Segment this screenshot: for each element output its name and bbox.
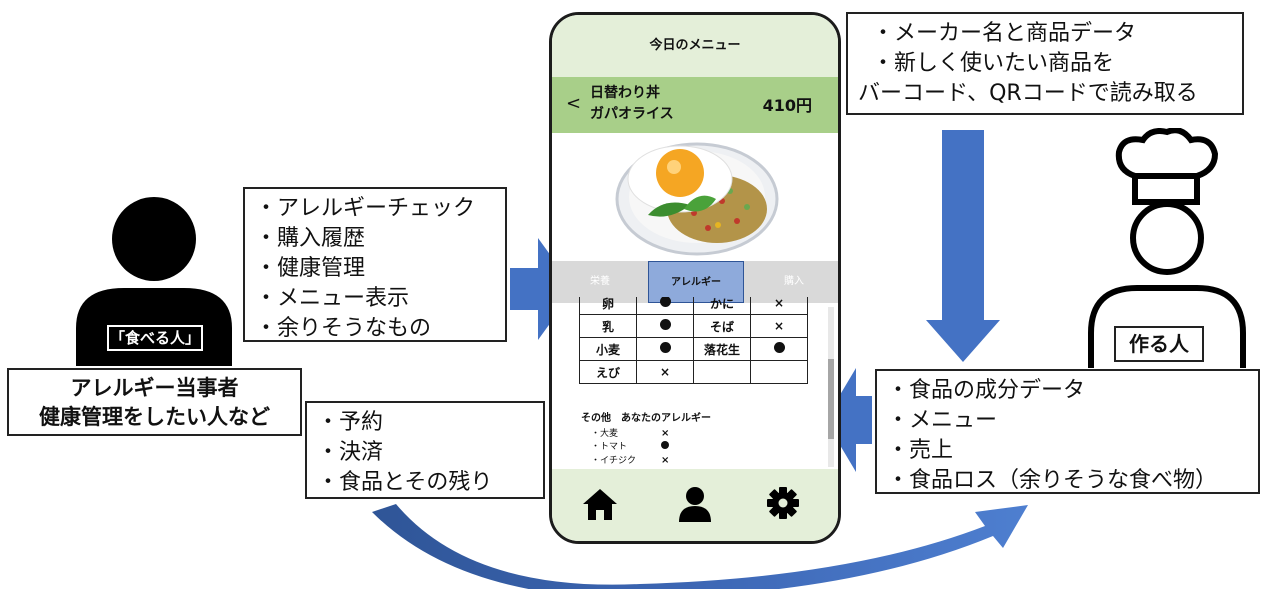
eater-description: アレルギー当事者 健康管理をしたい人など xyxy=(7,368,302,436)
allergen-mark xyxy=(636,337,694,361)
phone-footer-nav xyxy=(552,469,838,541)
table-row: 乳 そば × xyxy=(579,314,808,338)
arrow-down-to-maker xyxy=(926,130,1000,362)
scrollbar-thumb[interactable] xyxy=(828,359,834,439)
allergen-mark xyxy=(750,337,808,361)
table-row: 小麦 落花生 xyxy=(579,337,808,361)
arrow-curve-bottom xyxy=(372,504,1028,589)
maker-data-item: ・食品ロス（余りそうな食べ物） xyxy=(887,468,1218,493)
reservation-item: ・予約 xyxy=(317,410,384,435)
tab-allergy[interactable]: アレルギー xyxy=(648,261,744,303)
list-item: ・イチジク× xyxy=(591,455,670,466)
dish-name-line2: ガパオライス xyxy=(590,106,674,122)
allergen-mark: × xyxy=(750,314,808,338)
phone-header: 今日のメニュー xyxy=(552,15,838,77)
dish-bar: < 日替わり丼 ガパオライス 410円 xyxy=(552,77,838,133)
list-item: ・トマト xyxy=(591,441,669,454)
allergen-name: えび xyxy=(579,360,637,384)
table-row: 卵 かに × xyxy=(579,297,808,315)
phone-tabs: 栄養 アレルギー 購入 xyxy=(552,261,838,303)
feature-item: ・健康管理 xyxy=(255,256,366,281)
maker-input-item: ・メーカー名と商品データ xyxy=(872,21,1137,46)
list-item: ・大麦× xyxy=(591,428,670,439)
reservation-box: ・予約 ・決済 ・食品とその残り xyxy=(305,401,545,499)
maker-input-item: バーコード、QRコードで読み取る xyxy=(858,81,1198,106)
feature-item: ・購入履歴 xyxy=(255,226,366,251)
reservation-item: ・食品とその残り xyxy=(317,470,493,495)
phone-mockup: 今日のメニュー < 日替わり丼 ガパオライス 410円 栄養 アレルギー 購入 … xyxy=(549,12,841,544)
user-icon[interactable] xyxy=(678,486,712,522)
allergen-name: 小麦 xyxy=(579,337,637,361)
reservation-item: ・決済 xyxy=(317,440,384,465)
allergen-mark xyxy=(636,314,694,338)
feature-item: ・アレルギーチェック xyxy=(255,196,476,221)
allergen-name: 乳 xyxy=(579,314,637,338)
maker-label: 作る人 xyxy=(1114,326,1204,362)
eater-label: 「食べる人」 xyxy=(107,325,203,351)
eater-desc-line1: アレルギー当事者 xyxy=(70,376,239,400)
maker-data-item: ・売上 xyxy=(887,438,954,463)
back-button[interactable]: < xyxy=(566,93,582,114)
maker-input-item: ・新しく使いたい商品を xyxy=(872,51,1115,76)
other-allergy-list: ・大麦× ・トマト ・イチジク× xyxy=(591,427,669,468)
tab-purchase[interactable]: 購入 xyxy=(744,261,838,303)
settings-gear-icon[interactable] xyxy=(766,486,800,520)
maker-data-item: ・メニュー xyxy=(887,408,998,433)
allergy-table-area: 卵 かに × 乳 そば × 小麦 落花生 えび × xyxy=(579,297,819,475)
allergen-mark xyxy=(636,297,694,315)
allergen-mark xyxy=(750,360,808,384)
allergen-mark: × xyxy=(636,360,694,384)
dish-price: 410円 xyxy=(762,96,812,115)
maker-data-item: ・食品の成分データ xyxy=(887,378,1086,403)
allergen-name: そば xyxy=(693,314,751,338)
dish-image xyxy=(615,142,779,256)
maker-data-box: ・食品の成分データ ・メニュー ・売上 ・食品ロス（余りそうな食べ物） xyxy=(875,369,1260,494)
other-allergy-title: その他 あなたのアレルギー xyxy=(581,413,711,424)
home-icon[interactable] xyxy=(582,487,618,521)
arrow-left-to-phone xyxy=(510,238,575,340)
feature-item: ・余りそうなもの xyxy=(255,316,432,341)
allergen-name: かに xyxy=(693,297,751,315)
arrow-right-to-phone xyxy=(825,368,872,472)
eater-features-box: ・アレルギーチェック ・購入履歴 ・健康管理 ・メニュー表示 ・余りそうなもの xyxy=(243,187,507,342)
scrollbar[interactable] xyxy=(828,307,834,467)
allergen-name xyxy=(693,360,751,384)
tab-nutrition[interactable]: 栄養 xyxy=(552,261,648,303)
allergen-name: 卵 xyxy=(579,297,637,315)
feature-item: ・メニュー表示 xyxy=(255,286,410,311)
eater-desc-line2: 健康管理をしたい人など xyxy=(39,405,270,429)
phone-header-title: 今日のメニュー xyxy=(649,38,741,53)
allergen-name: 落花生 xyxy=(693,337,751,361)
dish-name-line1: 日替わり丼 xyxy=(590,85,660,101)
allergen-mark: × xyxy=(750,297,808,315)
maker-input-box: ・メーカー名と商品データ ・新しく使いたい商品を バーコード、QRコードで読み取… xyxy=(846,12,1244,115)
allergy-table: 卵 かに × 乳 そば × 小麦 落花生 えび × xyxy=(579,297,808,384)
table-row: えび × xyxy=(579,360,808,384)
